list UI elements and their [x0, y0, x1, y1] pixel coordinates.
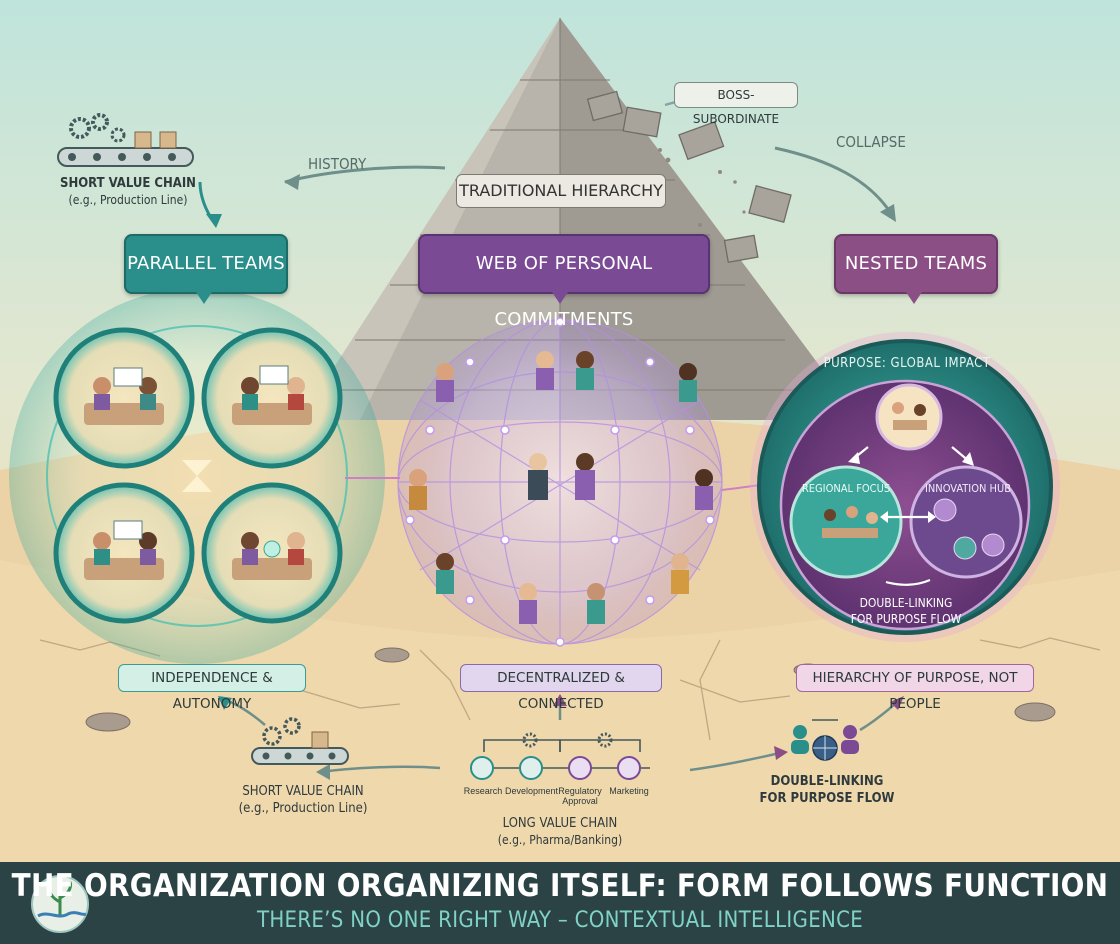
step-development-label: Development [505, 786, 559, 796]
step-regulatory-label: Regulatory [558, 786, 602, 796]
sprout-logo-icon [31, 875, 89, 933]
collapse-label: COLLAPSE [836, 133, 906, 151]
footer-title: THE ORGANIZATION ORGANIZING ITSELF: FORM… [11, 868, 1109, 904]
step-research-label: Research [463, 786, 503, 796]
short-value-chain-sub-bottom: (e.g., Production Line) [238, 801, 368, 816]
boss-subordinate-label: BOSS-SUBORDINATE [674, 82, 798, 126]
long-value-chain-sub: (e.g., Pharma/Banking) [497, 833, 623, 847]
step-marketing-label: Marketing [609, 786, 649, 796]
footer-banner [0, 862, 1120, 944]
double-linking-bottom-2: FOR PURPOSE FLOW [759, 791, 895, 806]
parallel-teams-callout: PARALLEL TEAMS [124, 234, 288, 294]
double-linking-inner-1: DOUBLE-LINKING [859, 596, 953, 610]
step-approval-label: Approval [562, 796, 598, 806]
double-linking-bottom-1: DOUBLE-LINKING [770, 774, 884, 789]
traditional-hierarchy-label: TRADITIONAL HIERARCHY [456, 174, 666, 208]
independence-autonomy-pill: INDEPENDENCE & AUTONOMY [118, 664, 306, 712]
decentralized-connected-pill: DECENTRALIZED & CONNECTED [460, 664, 662, 712]
purpose-global-impact-label: PURPOSE: GLOBAL IMPACT [823, 356, 991, 371]
pyramid-illustration [300, 18, 860, 420]
history-label: HISTORY [308, 155, 367, 173]
footer-subtitle: THERE’S NO ONE RIGHT WAY – CONTEXTUAL IN… [256, 908, 864, 933]
short-value-chain-title-top: SHORT VALUE CHAIN [60, 176, 196, 191]
web-of-commitments-callout: WEB OF PERSONAL COMMITMENTS [418, 234, 710, 330]
long-value-chain-title: LONG VALUE CHAIN [502, 816, 618, 831]
regional-focus-label: REGIONAL FOCUS [801, 482, 891, 495]
nested-teams-callout: NESTED TEAMS [834, 234, 998, 294]
short-value-chain-title-bottom: SHORT VALUE CHAIN [242, 784, 364, 799]
hierarchy-of-purpose-pill: HIERARCHY OF PURPOSE, NOT PEOPLE [796, 664, 1034, 712]
innovation-hub-label: INNOVATION HUB [924, 482, 1012, 495]
double-linking-inner-2: FOR PURPOSE FLOW [850, 612, 962, 626]
short-value-chain-sub-top: (e.g., Production Line) [68, 193, 188, 207]
